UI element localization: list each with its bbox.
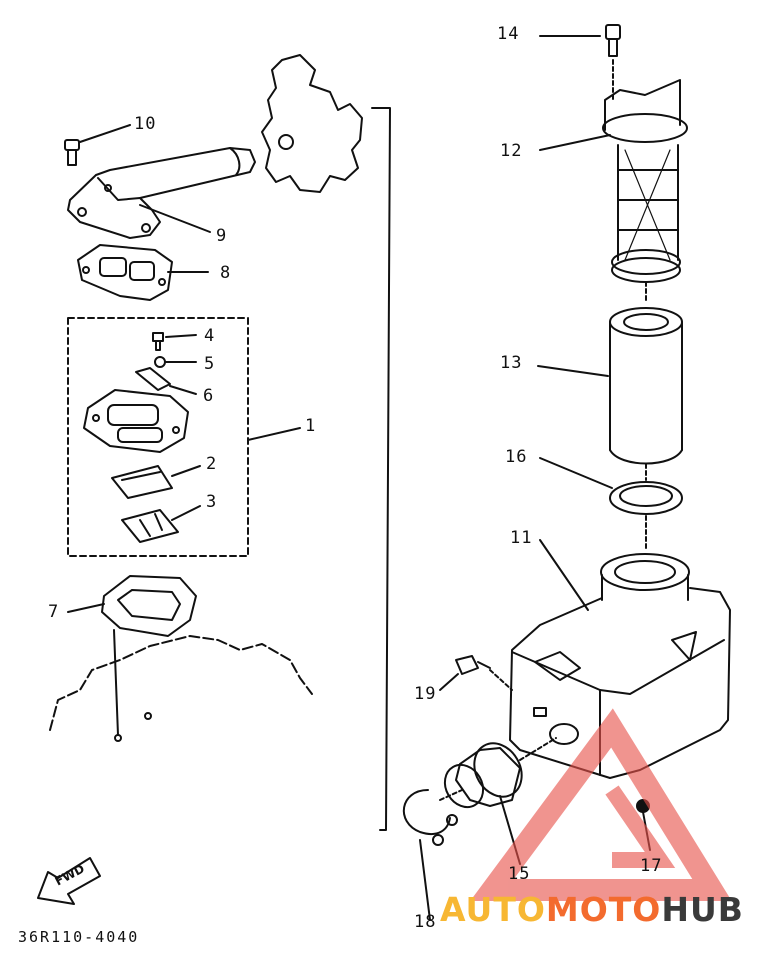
part-15-cap [443,737,557,865]
part-13-filter [537,307,683,481]
watermark-hub: HUB [661,890,744,929]
part-18-clip [402,789,463,921]
part-19-plug [439,655,513,691]
part-label-9: 9 [216,226,228,246]
part-label-18: 18 [414,912,437,932]
part-label-15: 15 [508,864,531,884]
part-2-reed [111,465,201,499]
part-label-11: 11 [510,528,533,548]
part-5-washer [154,356,197,368]
part-12-strainer [539,79,688,301]
part-11-oil-tank [509,539,731,779]
part-label-5: 5 [204,354,216,374]
part-label-14: 14 [497,24,520,44]
reed-valve-assembly-box [67,317,249,557]
part-label-13: 13 [500,353,523,373]
leader-9 [139,204,211,233]
part-8-gasket [77,244,209,301]
part-6-stopper [135,367,197,395]
part-7-gasket [67,575,197,736]
part-label-3: 3 [206,492,218,512]
part-label-2: 2 [206,454,218,474]
part-3-reed [121,505,201,543]
part-label-8: 8 [220,263,232,283]
reed-valve-plate [83,389,189,453]
vertical-guide-line [371,107,391,831]
part-label-19: 19 [414,684,437,704]
part-label-4: 4 [204,326,216,346]
fwd-arrow-icon [37,857,101,905]
part-label-6: 6 [203,386,215,406]
part-14-screw [539,24,621,101]
watermark-triangle-icon [470,708,732,901]
part-16-ring [539,457,683,549]
watermark-auto: AUTO [440,890,546,929]
part-label-16-top: 16 [505,447,528,467]
engine-lower-fragment [49,635,313,731]
part-9-intake-elbow [67,147,256,239]
engine-block-fragment [261,54,363,193]
part-label-10: 10 [134,114,157,134]
watermark-logo-text: AUTOMOTOHUB [440,893,744,926]
part-10-bolt [64,124,131,166]
part-label-12: 12 [500,141,523,161]
drawing-code: 36R110-4040 [18,928,140,946]
part-label-1: 1 [305,416,317,436]
part-label-7: 7 [48,602,60,622]
part-label-17: 17 [640,856,663,876]
watermark-moto: MOTO [545,890,662,929]
part-4-screw [152,332,197,351]
